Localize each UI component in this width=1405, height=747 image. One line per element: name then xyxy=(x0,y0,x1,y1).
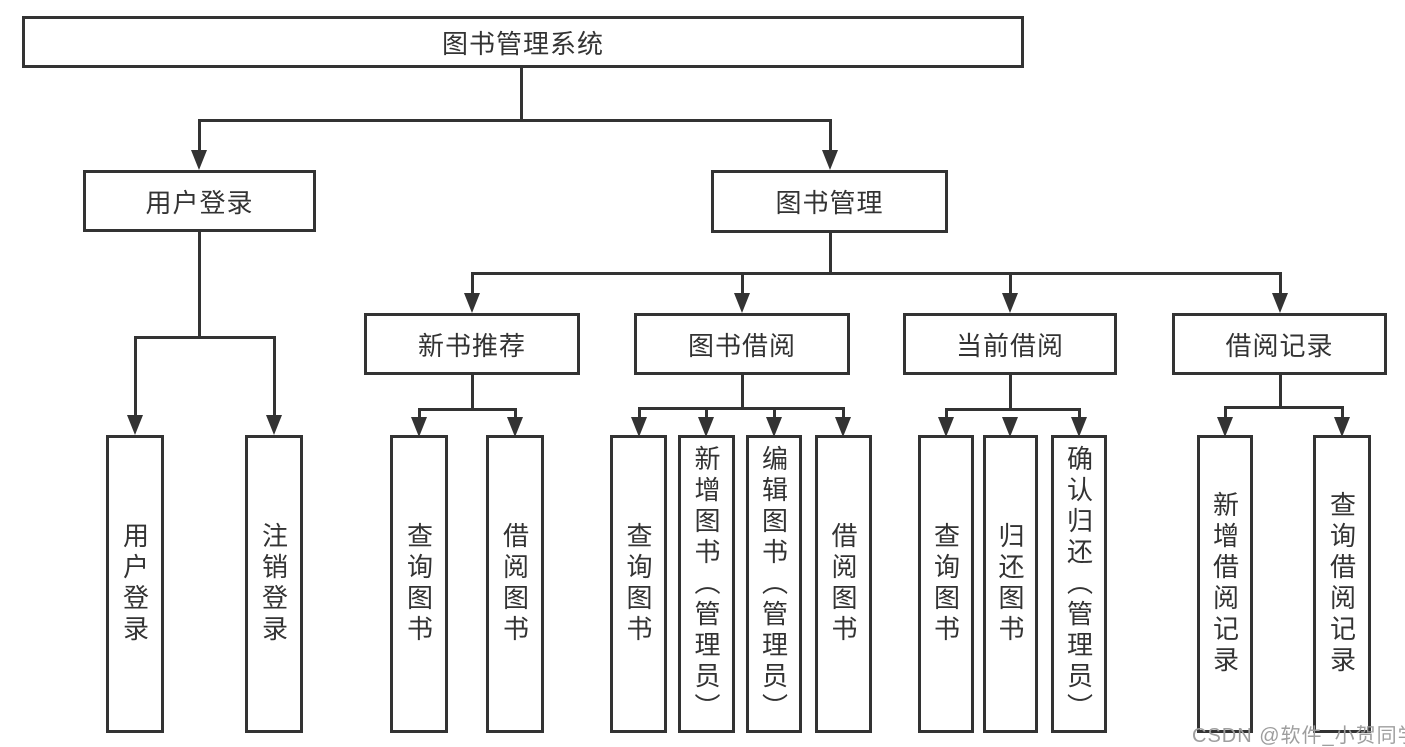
node-label: 确认归还（管理员） xyxy=(1063,444,1094,724)
connector-line xyxy=(842,407,845,419)
connector-line xyxy=(134,336,276,339)
leaf-edit-books-admin: 编辑图书（管理员） xyxy=(746,435,802,733)
leaf-borrow-books-recommend: 借阅图书 xyxy=(486,435,544,733)
node-library-management-system: 图书管理系统 xyxy=(22,16,1024,68)
connector-line xyxy=(471,375,474,411)
arrow-down-icon xyxy=(835,417,851,437)
arrow-down-icon xyxy=(411,417,427,437)
node-label: 借阅图书 xyxy=(828,522,858,646)
node-label: 当前借阅 xyxy=(955,330,1064,361)
leaf-logout: 注销登录 xyxy=(245,435,303,733)
arrow-down-icon xyxy=(1272,293,1288,313)
node-label: 查询图书 xyxy=(623,522,653,646)
leaf-confirm-return-admin: 确认归还（管理员） xyxy=(1051,435,1107,733)
leaf-user-login: 用户登录 xyxy=(106,435,164,733)
node-label: 用户登录 xyxy=(119,522,150,646)
arrow-down-icon xyxy=(698,417,714,437)
connector-line xyxy=(520,68,523,120)
arrow-down-icon xyxy=(734,293,750,313)
node-label: 借阅图书 xyxy=(499,522,530,646)
connector-line xyxy=(741,272,744,295)
connector-line xyxy=(1279,375,1282,409)
node-label: 图书借阅 xyxy=(687,330,796,361)
arrow-down-icon xyxy=(507,417,523,437)
leaf-query-books-recommend: 查询图书 xyxy=(390,435,448,733)
connector-line xyxy=(705,407,708,419)
node-current-borrowing: 当前借阅 xyxy=(903,313,1117,375)
node-label: 编辑图书（管理员） xyxy=(758,444,789,724)
node-new-book-recommendation: 新书推荐 xyxy=(364,313,580,375)
leaf-add-borrow-record: 新增借阅记录 xyxy=(1197,435,1253,733)
node-label: 查询图书 xyxy=(930,522,961,646)
connector-line xyxy=(1009,375,1012,411)
connector-line xyxy=(471,272,474,295)
arrow-down-icon xyxy=(1002,293,1018,313)
leaf-add-books-admin: 新增图书（管理员） xyxy=(678,435,735,733)
arrow-down-icon xyxy=(266,415,282,435)
arrow-down-icon xyxy=(1002,417,1018,437)
node-user-login: 用户登录 xyxy=(83,170,316,232)
connector-line xyxy=(829,233,832,275)
connector-line xyxy=(198,232,201,339)
arrow-down-icon xyxy=(1217,417,1233,437)
connector-line xyxy=(945,408,1081,411)
connector-line xyxy=(134,336,137,416)
connector-line xyxy=(1224,406,1344,409)
leaf-query-borrow-record: 查询借阅记录 xyxy=(1313,435,1371,733)
arrow-down-icon xyxy=(464,293,480,313)
arrow-down-icon xyxy=(766,417,782,437)
node-book-management: 图书管理 xyxy=(711,170,948,233)
connector-line xyxy=(1078,408,1081,419)
arrow-down-icon xyxy=(1334,417,1350,437)
arrow-down-icon xyxy=(938,417,954,437)
connector-line xyxy=(1224,406,1227,419)
arrow-down-icon xyxy=(1071,417,1087,437)
connector-line xyxy=(1341,406,1344,419)
connector-line xyxy=(198,119,201,152)
connector-line xyxy=(418,408,421,419)
node-label: 注销登录 xyxy=(258,522,289,646)
node-label: 查询图书 xyxy=(403,522,434,646)
node-label: 新书推荐 xyxy=(417,330,526,361)
connector-line xyxy=(638,407,845,410)
csdn-watermark: CSDN @软件_小贺同学 xyxy=(1192,725,1405,747)
node-borrowing-records: 借阅记录 xyxy=(1172,313,1387,375)
connector-line xyxy=(829,119,832,152)
node-label: 新增借阅记录 xyxy=(1209,491,1240,677)
node-label: 图书管理 xyxy=(775,188,884,218)
arrow-down-icon xyxy=(127,415,143,435)
arrow-down-icon xyxy=(822,150,838,170)
connector-line xyxy=(1009,272,1012,295)
leaf-borrow-books-borrowing: 借阅图书 xyxy=(815,435,872,733)
node-label: 借阅记录 xyxy=(1225,330,1334,361)
arrow-down-icon xyxy=(191,150,207,170)
connector-line xyxy=(418,408,517,411)
connector-line xyxy=(273,336,276,416)
node-label: 用户登录 xyxy=(145,187,254,218)
connector-line xyxy=(471,272,1281,275)
leaf-query-books-borrowing: 查询图书 xyxy=(610,435,667,733)
leaf-query-books-current: 查询图书 xyxy=(918,435,974,733)
connector-line xyxy=(773,407,776,419)
node-label: 查询借阅记录 xyxy=(1326,491,1357,677)
node-book-borrowing: 图书借阅 xyxy=(634,313,850,375)
connector-line xyxy=(638,407,641,419)
connector-line xyxy=(514,408,517,419)
leaf-return-books: 归还图书 xyxy=(983,435,1038,733)
connector-line xyxy=(741,375,744,410)
node-label: 图书管理系统 xyxy=(441,28,604,59)
node-label: 新增图书（管理员） xyxy=(691,444,721,724)
arrow-down-icon xyxy=(631,417,647,437)
connector-line xyxy=(1279,272,1282,295)
node-label: 归还图书 xyxy=(995,522,1025,646)
connector-line xyxy=(945,408,948,419)
connector-line xyxy=(198,119,832,122)
